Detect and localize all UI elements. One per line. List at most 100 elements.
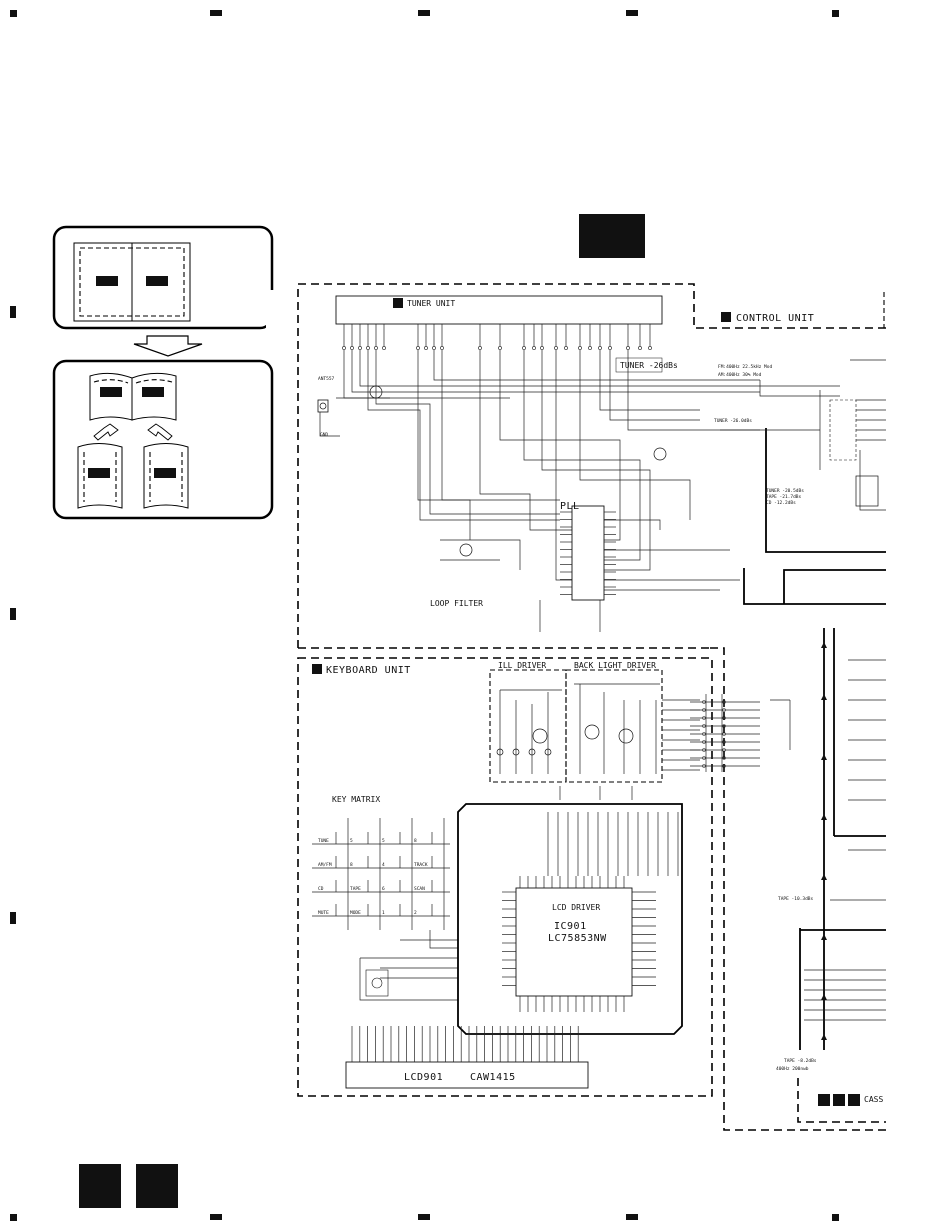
keyboard-unit-title: KEYBOARD UNIT [326, 665, 411, 676]
pin-terminal [588, 346, 592, 350]
gnd-label: GND [320, 432, 328, 438]
pin-terminal [626, 346, 630, 350]
pin-terminal [416, 346, 420, 350]
transistor-symbol [532, 728, 548, 744]
transistor-symbol [459, 543, 473, 557]
arrow-marker [821, 1034, 827, 1040]
key-label: TUNE [318, 838, 329, 844]
key-label: 1 [382, 910, 385, 916]
connector-pin [722, 748, 726, 752]
key-label: MUTE [318, 910, 329, 916]
connector-pin [722, 732, 726, 736]
lamp-symbol [528, 748, 536, 756]
control-unit-title: CONTROL UNIT [736, 313, 814, 324]
connector-pin [702, 716, 706, 720]
key-label: 5 [350, 838, 353, 844]
wire [555, 350, 572, 581]
page-marker-bottom-left [79, 1164, 121, 1208]
connector-pin [702, 700, 706, 704]
back-light-driver-label: BACK LIGHT DRIVER [574, 661, 656, 670]
lcd-driver-label: LCD DRIVER [552, 903, 600, 912]
encoder-block [365, 969, 389, 997]
antenna-label: ANT557 [318, 376, 335, 382]
wire [541, 350, 651, 571]
wire [367, 350, 560, 521]
pin-terminal [540, 346, 544, 350]
pin-terminal [350, 346, 354, 350]
key-label: 8 [350, 862, 353, 868]
lamp-symbol [544, 748, 552, 756]
pin-terminal [532, 346, 536, 350]
page-marker-top [579, 214, 645, 258]
ic901-label: IC901 [554, 921, 587, 932]
transistor-symbol [584, 724, 600, 740]
key-label: 2 [414, 910, 417, 916]
ic901-part-label: LC75853NW [548, 933, 607, 944]
pin-terminal [440, 346, 444, 350]
pin-terminal [648, 346, 652, 350]
lcd-driver-ic [515, 887, 633, 997]
control-unit: CONTROL UNIT FM:400Hz 22.5kHz Mod AM:400… [710, 312, 886, 1131]
key-label: MODE [350, 910, 361, 916]
arrow-marker [821, 754, 827, 760]
key-label: SCAN [414, 886, 425, 892]
pin-terminal [554, 346, 558, 350]
key-label: TAPE [350, 886, 361, 892]
pin-terminal [578, 346, 582, 350]
tuner-level-control: TUNER -26.0dBs [714, 418, 752, 424]
pin-terminal [522, 346, 526, 350]
key-label: TRACK [414, 862, 428, 868]
cassette-label: CASS [864, 1095, 883, 1104]
lamp-symbol [512, 748, 520, 756]
tuner-level-control-2: TUNER -20.5dBs [766, 488, 804, 494]
fm-mod-note: FM:400Hz 22.5kHz Mod [718, 364, 772, 370]
wire [319, 412, 340, 437]
lamp-symbol [496, 748, 504, 756]
pin-terminal [638, 346, 642, 350]
arrow-marker [821, 874, 827, 880]
wire [627, 350, 760, 431]
connector-pin [702, 708, 706, 712]
pin-terminal [358, 346, 362, 350]
connector-pin [722, 740, 726, 744]
pin-terminal [432, 346, 436, 350]
wire [359, 958, 458, 1001]
pin-terminal [366, 346, 370, 350]
lcd901-panel [345, 1061, 589, 1089]
arrow-marker [821, 642, 827, 648]
key-label: AM/FM [318, 862, 332, 868]
wire [359, 350, 740, 387]
pin-terminal [424, 346, 428, 350]
am-mod-note: AM:400Hz 30% Mod [718, 372, 762, 378]
pin-terminal [598, 346, 602, 350]
pin-terminal [608, 346, 612, 350]
tuner-unit: TUNER UNIT TUNER -26dBs ANT557 GND PLL L… [297, 283, 886, 649]
wire [479, 350, 572, 531]
registration-marks [10, 10, 839, 1221]
wire [523, 350, 641, 561]
wire [441, 350, 560, 501]
connector-pin [722, 756, 726, 760]
down-arrow [133, 335, 203, 357]
tape-level-control: TAPE -21.7dBs [766, 494, 802, 500]
arrow-marker [821, 694, 827, 700]
transistor-symbol [618, 728, 634, 744]
page-marker-bottom-right [136, 1164, 178, 1208]
pin-terminal [382, 346, 386, 350]
key-label: CD [318, 886, 324, 892]
connector-pin [702, 724, 706, 728]
wire [859, 450, 886, 511]
pll-label: PLL [560, 501, 580, 512]
wire [759, 380, 840, 397]
wire [343, 350, 510, 399]
connector-pin [722, 716, 726, 720]
wire [351, 350, 760, 393]
ic-block [855, 475, 879, 507]
tape-level-mid: TAPE -10.3dBs [778, 896, 814, 902]
tape-freq-note: 400Hz 200nwb [776, 1066, 809, 1072]
wire [609, 350, 700, 421]
ill-driver-label: ILL DRIVER [498, 661, 546, 670]
wire [440, 539, 521, 570]
pin-terminal [498, 346, 502, 350]
